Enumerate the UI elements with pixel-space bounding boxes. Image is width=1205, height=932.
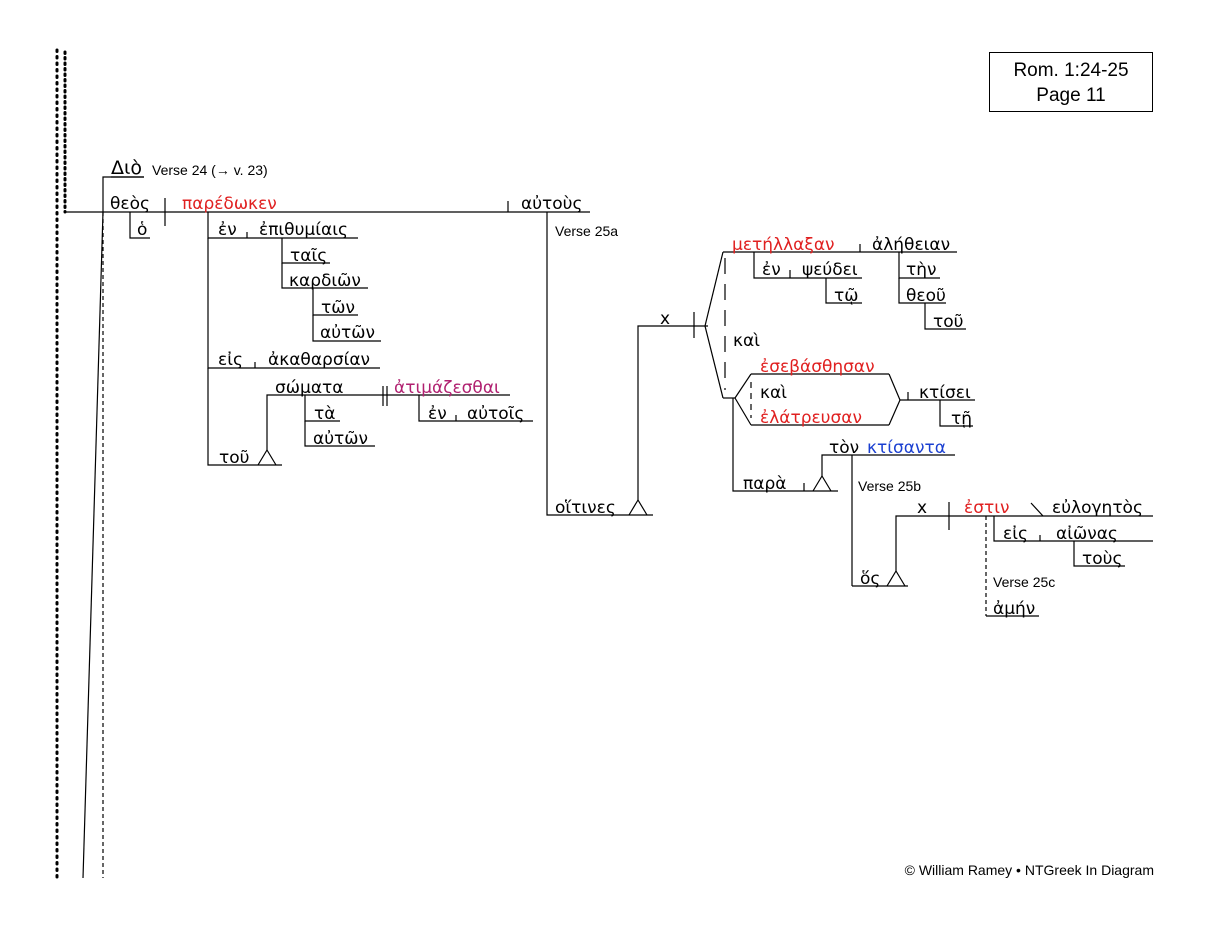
word-dio: Διὸ <box>111 157 142 179</box>
word-epithymiais: ἐπιθυμίαις <box>259 220 348 240</box>
word-somata: σώματα <box>275 378 343 398</box>
word-akatharsian: ἀκαθαρσίαν <box>268 350 370 370</box>
word-aionas: αἰῶνας <box>1056 524 1118 544</box>
word-autous: αὐτοὺς <box>521 194 583 214</box>
word-kai-1: καὶ <box>733 331 760 351</box>
word-tais: ταῖς <box>290 246 327 266</box>
verse-24-label: Verse 24 (→ v. 23) <box>152 162 268 178</box>
word-elatreusan: ἐλάτρευσαν <box>760 408 862 428</box>
verse-25a-label: Verse 25a <box>555 223 618 239</box>
verse-25c-label: Verse 25c <box>993 574 1055 590</box>
word-auton-2: αὐτῶν <box>313 429 368 449</box>
word-ktisei: κτίσει <box>919 383 971 403</box>
slanted-line <box>82 211 104 879</box>
auton2-line <box>304 421 375 447</box>
tou-pedestal <box>257 448 277 466</box>
word-te: τῇ <box>951 409 972 429</box>
word-tou: τοῦ <box>219 448 249 468</box>
reference-title: Rom. 1:24-25 <box>1013 60 1129 81</box>
para-line <box>732 398 838 492</box>
word-ton: τῶν <box>321 298 355 318</box>
word-ta: τὰ <box>314 404 335 424</box>
hoitines-pedestal <box>628 498 648 516</box>
word-auton-1: αὐτῶν <box>320 323 375 343</box>
tous-line <box>1073 541 1125 567</box>
word-tous: τοὺς <box>1082 549 1122 569</box>
word-eis-1: εἰς <box>218 350 243 370</box>
fork-upper <box>704 251 724 327</box>
copyright-text: © William Ramey • NTGreek In Diagram <box>904 862 1154 878</box>
word-hos: ὅς <box>860 569 880 589</box>
x1-line <box>637 325 708 500</box>
verse-25b-label: Verse 25b <box>858 478 921 494</box>
word-en-1: ἐν <box>218 220 237 240</box>
word-pseudei: ψεύδει <box>802 260 858 280</box>
word-amen: ἀμήν <box>993 599 1035 619</box>
word-autois: αὐτοῖς <box>467 404 524 424</box>
hoitines-line <box>546 212 653 516</box>
auton1-line <box>312 315 381 342</box>
word-esebasthesan: ἐσεβάσθησαν <box>760 357 875 377</box>
word-atimazesthai: ἀτιμάζεσθαι <box>394 378 500 398</box>
word-theos: θεὸς <box>110 194 150 214</box>
word-eis-2: εἰς <box>1003 524 1028 544</box>
page-number: Page 11 <box>1036 85 1106 106</box>
kardion-line <box>281 263 368 289</box>
word-ton-article: τὸν <box>829 438 859 458</box>
eis-aionas-line <box>993 516 1153 542</box>
para-pedestal <box>812 474 832 492</box>
to-line <box>825 278 862 304</box>
word-para: παρὰ <box>743 474 786 494</box>
word-estin: ἐστιν <box>964 498 1009 518</box>
word-x-2: x <box>917 498 927 518</box>
theou-line <box>898 278 946 304</box>
tou2-line <box>924 303 966 330</box>
word-kai-2: καὶ <box>760 383 787 403</box>
fork-lower <box>704 325 724 399</box>
word-theou: θεοῦ <box>906 286 946 306</box>
somata-line <box>266 394 383 450</box>
word-to: τῷ <box>834 286 858 306</box>
tou-line <box>207 368 282 466</box>
word-en-3: ἐν <box>762 260 781 280</box>
word-kardion: καρδιῶν <box>289 271 361 291</box>
te-line <box>939 400 973 427</box>
ktisanta-line <box>821 454 955 476</box>
en-autois-line <box>418 395 533 422</box>
word-metellaxan: μετήλλαξαν <box>732 235 835 255</box>
word-ho: ὁ <box>137 220 147 240</box>
word-en-2: ἐν <box>428 404 447 424</box>
word-aletheian: ἀλήθειαν <box>872 235 950 255</box>
estin-line <box>895 515 1153 571</box>
word-paredoken: παρέδωκεν <box>182 194 277 214</box>
word-hoitines: οἵτινες <box>555 498 616 518</box>
word-ten: τὴν <box>906 260 937 280</box>
reference-box: Rom. 1:24-25 Page 11 <box>989 52 1153 112</box>
word-x-1: x <box>660 309 670 329</box>
word-ktisanta: κτίσαντα <box>867 438 946 458</box>
hos-pedestal <box>886 569 906 587</box>
word-tou-2: τοῦ <box>933 312 963 332</box>
word-eulogetos: εὐλογητὸς <box>1052 498 1143 518</box>
ho-modifier-line <box>129 212 150 239</box>
